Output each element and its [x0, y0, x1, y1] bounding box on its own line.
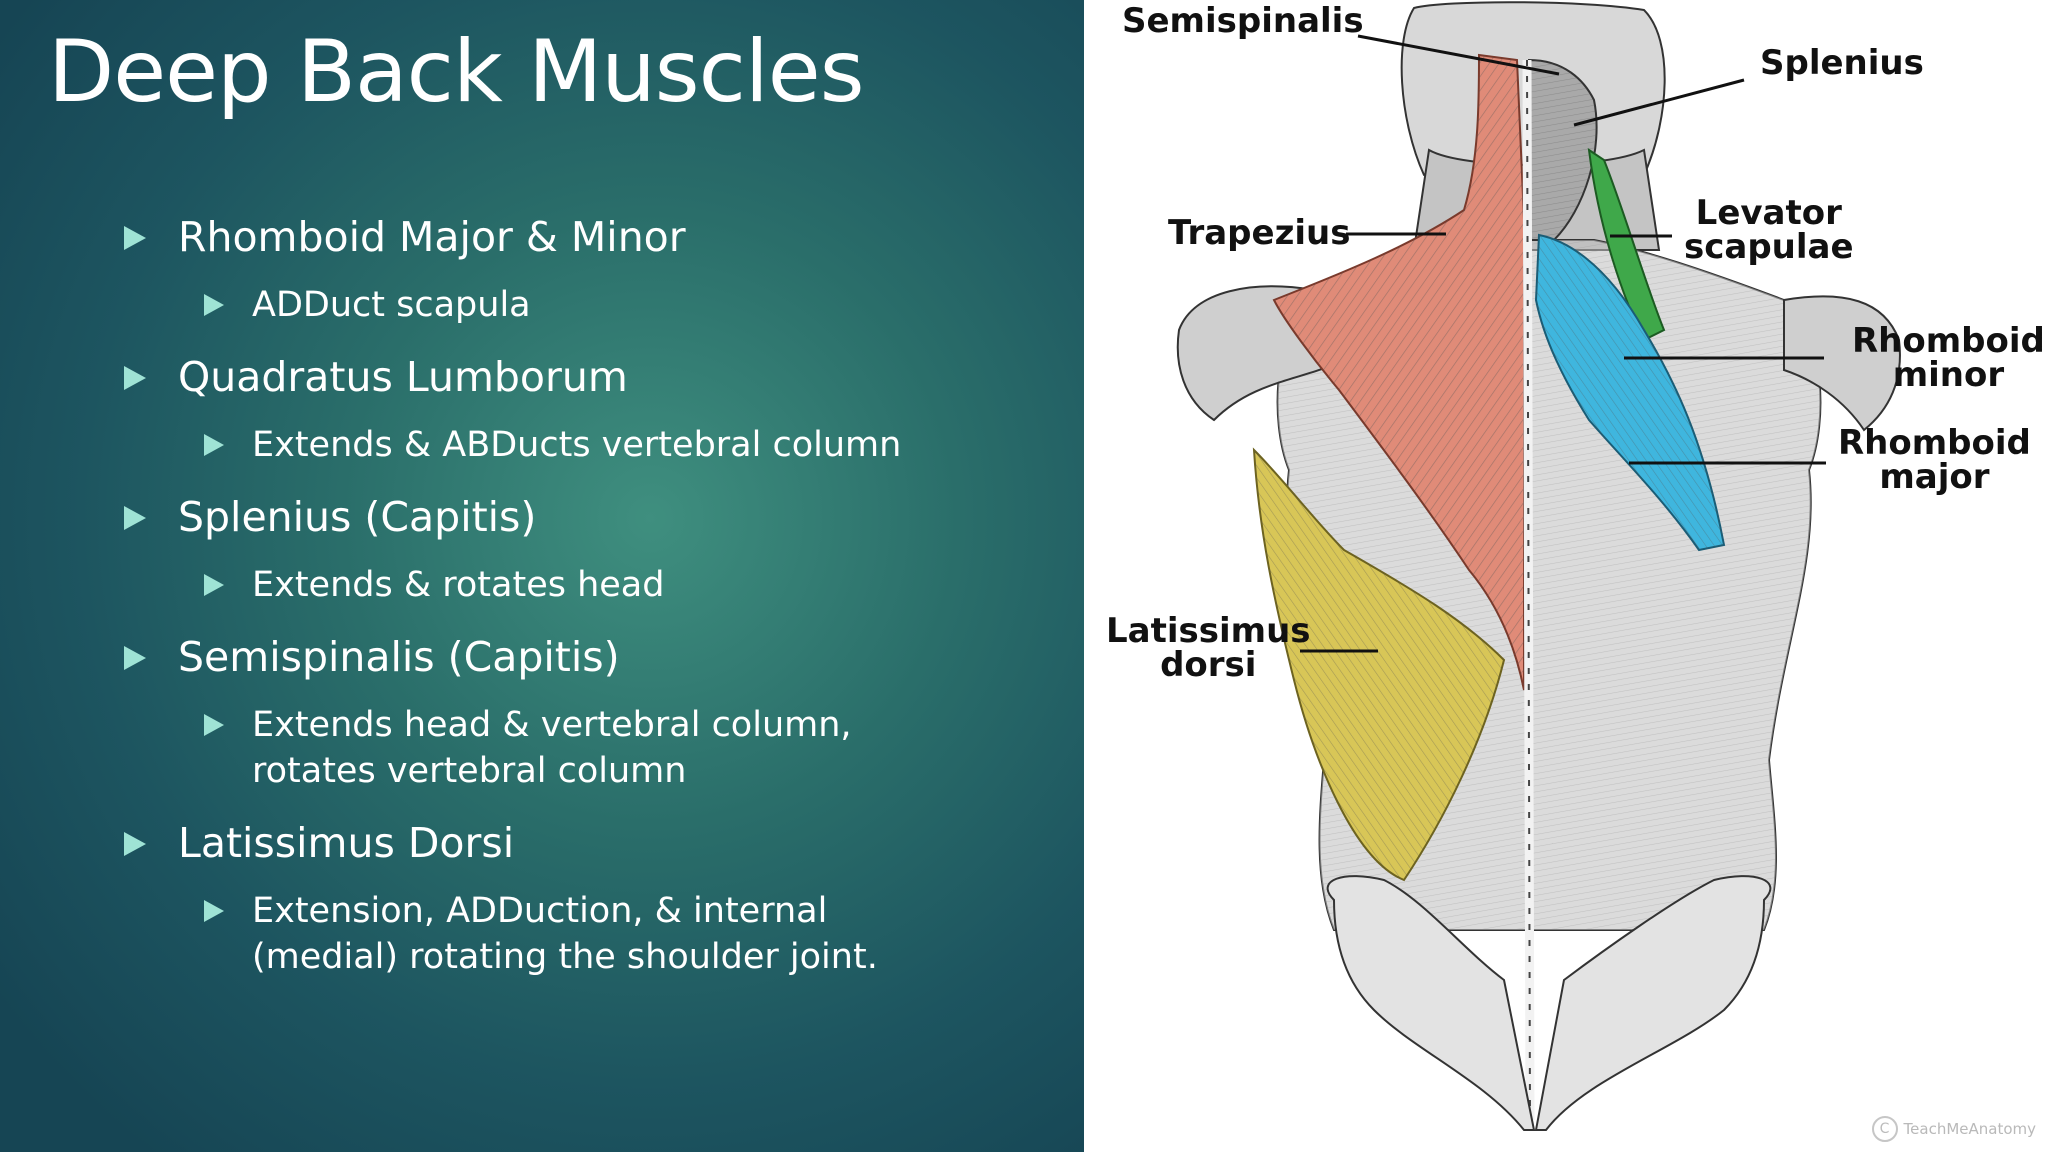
triangle-bullet-icon	[124, 226, 146, 250]
label-splenius: Splenius	[1760, 43, 1924, 83]
label-rhomboid-major: Rhomboid major	[1838, 423, 2031, 497]
triangle-bullet-icon	[124, 646, 146, 670]
sub-bullet-quadratus-action: Extends & ABDucts vertebral column	[204, 422, 1024, 468]
anatomy-figure: Semispinalis Splenius Trapezius Levator …	[1084, 0, 2048, 1152]
triangle-bullet-icon	[124, 832, 146, 856]
triangle-bullet-icon	[124, 366, 146, 390]
label-latissimus-dorsi: Latissimus dorsi	[1106, 611, 1311, 685]
bullet-rhomboid: Rhomboid Major & Minor	[124, 212, 1024, 262]
bullet-semispinalis: Semispinalis (Capitis)	[124, 632, 1024, 682]
triangle-bullet-icon	[204, 294, 224, 316]
triangle-bullet-icon	[124, 506, 146, 530]
label-levator-scapulae: Levator scapulae	[1684, 193, 1854, 267]
bullet-quadratus: Quadratus Lumborum	[124, 352, 1024, 402]
splenius-leader	[1573, 78, 1745, 127]
triangle-bullet-icon	[204, 900, 224, 922]
copyright-credit: C TeachMeAnatomy	[1871, 1116, 2036, 1142]
sub-bullet-rhomboid-action: ADDuct scapula	[204, 282, 1024, 328]
triangle-bullet-icon	[204, 434, 224, 456]
bullet-latissimus: Latissimus Dorsi	[124, 818, 1024, 868]
slide-text-panel: Deep Back Muscles Rhomboid Major & Minor…	[0, 0, 1084, 1152]
sub-bullet-semispinalis-action: Extends head & vertebral column, rotates…	[204, 702, 1024, 794]
label-semispinalis: Semispinalis	[1122, 1, 1364, 41]
bullet-splenius: Splenius (Capitis)	[124, 492, 1024, 542]
pelvis-shape	[1326, 875, 1536, 1131]
semispinalis-leader	[1357, 34, 1560, 76]
levator-scapulae-muscle	[1587, 147, 1666, 342]
triangle-bullet-icon	[204, 574, 224, 596]
sub-bullet-latissimus-action: Extension, ADDuction, & internal (medial…	[204, 888, 1024, 980]
label-trapezius: Trapezius	[1168, 213, 1351, 253]
label-rhomboid-minor: Rhomboid minor	[1852, 321, 2045, 395]
copyright-icon: C	[1871, 1116, 1898, 1142]
back-muscles-illustration	[1176, 1, 1901, 1131]
sub-bullet-splenius-action: Extends & rotates head	[204, 562, 1024, 608]
triangle-bullet-icon	[204, 714, 224, 736]
right-shoulder-shape	[1783, 295, 1901, 432]
bullet-list: Rhomboid Major & Minor ADDuct scapula Qu…	[124, 212, 1024, 1004]
slide-title: Deep Back Muscles	[48, 22, 864, 122]
